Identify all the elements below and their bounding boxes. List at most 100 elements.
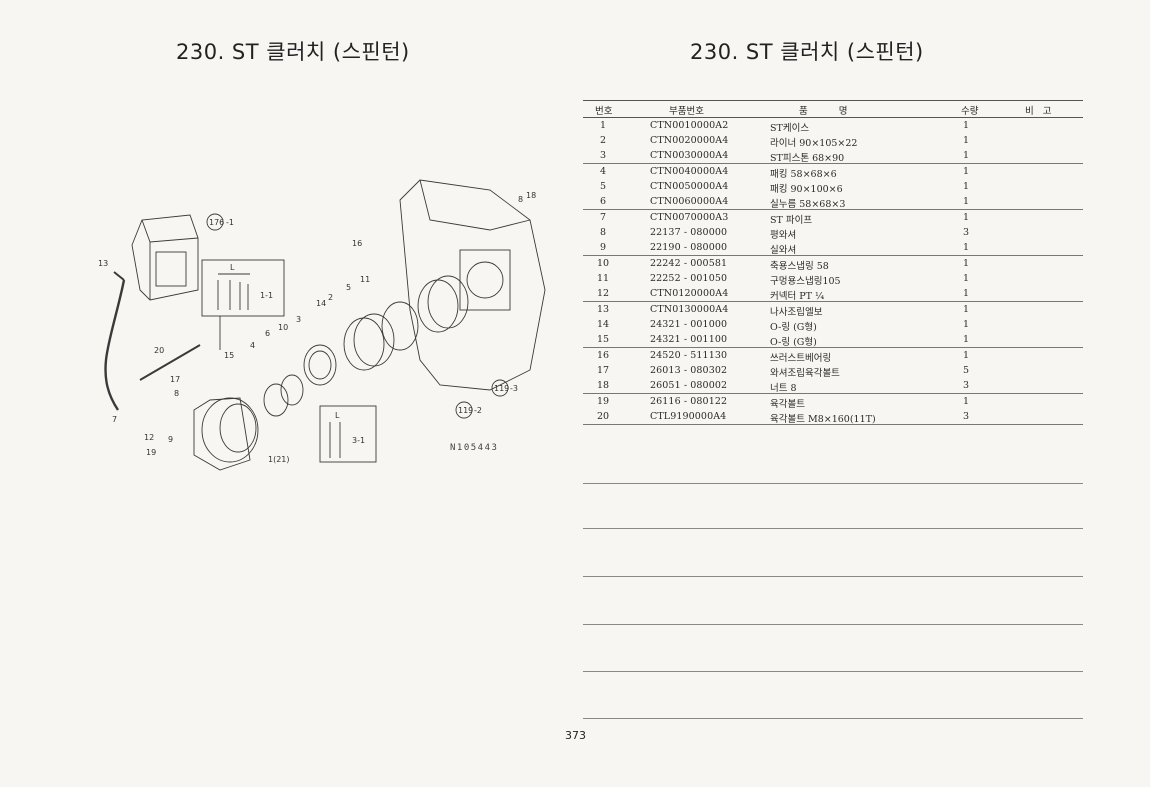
cell-quantity: 1 (963, 150, 970, 161)
transmission-housing-drawing (399, 179, 546, 391)
cell-quantity: 1 (963, 258, 970, 269)
cell-part-number: 24321 - 001100 (650, 334, 728, 345)
callout-17: 17 (170, 375, 180, 384)
callout-10: 10 (278, 323, 288, 332)
callout-6: 6 (265, 329, 270, 338)
callout-7: 7 (112, 415, 117, 424)
divider-line (583, 718, 1083, 719)
cell-part-number: 24520 - 511130 (650, 350, 728, 361)
cell-part-number: 22137 - 080000 (650, 227, 728, 238)
table-row: 10 22242 - 000581 축용스냅링 58 1 (583, 256, 1083, 272)
cell-part-name: 구멍용스냅링105 (770, 276, 841, 287)
callout-119-3-suffix: -3 (510, 384, 518, 393)
cell-no: 13 (596, 304, 610, 315)
cell-part-name: 축용스냅링 58 (770, 261, 829, 272)
cell-part-number: CTN0010000A2 (650, 120, 729, 131)
cell-part-name: 육각볼트 (770, 399, 805, 410)
table-header: 번호 부품번호 품 명 수량 비 고 (583, 100, 1083, 118)
cell-part-name: ST피스톤 68×90 (770, 153, 845, 164)
ring-6 (280, 374, 304, 406)
cell-quantity: 3 (963, 380, 970, 391)
cell-part-number: 22252 - 001050 (650, 273, 728, 284)
ring-3 (303, 344, 337, 386)
cell-no: 11 (596, 273, 610, 284)
cell-quantity: 1 (963, 135, 970, 146)
callout-15: 15 (224, 351, 234, 360)
cell-no: 8 (599, 227, 607, 238)
callout-119-3-circle (491, 379, 509, 397)
cell-quantity: 1 (963, 166, 970, 177)
cell-part-name: 실와셔 (770, 245, 797, 256)
cell-part-number: 22242 - 000581 (650, 258, 728, 269)
callout-16: 16 (352, 239, 362, 248)
header-part-name: 품 명 (799, 106, 848, 117)
callout-19: 19 (146, 448, 156, 457)
cell-quantity: 1 (963, 212, 970, 223)
cell-quantity: 1 (963, 396, 970, 407)
cell-quantity: 1 (963, 334, 970, 345)
detail-L1: L (230, 263, 235, 272)
divider-line (583, 671, 1083, 672)
cell-part-name: 패킹 58×68×6 (770, 169, 837, 180)
cell-part-name: 너트 8 (770, 383, 797, 394)
cell-part-number: CTN0030000A4 (650, 150, 729, 161)
header-notes: 비 고 (1025, 106, 1052, 117)
callout-3-1: 3-1 (352, 436, 365, 445)
detail-box-3-1 (319, 405, 377, 463)
detail-L2: L (335, 411, 340, 420)
cell-part-number: 26116 - 080122 (650, 396, 728, 407)
cell-no: 14 (596, 319, 610, 330)
cell-part-name: ST케이스 (770, 123, 810, 134)
cell-part-number: CTN0130000A4 (650, 304, 729, 315)
cell-part-number: CTN0060000A4 (650, 196, 729, 207)
cell-no: 16 (596, 350, 610, 361)
cell-part-number: 26051 - 080002 (650, 380, 728, 391)
callout-119-3: 119 (494, 384, 509, 393)
page-number: 373 (565, 729, 586, 742)
callout-176: 176 (209, 218, 224, 227)
cell-part-name: ST 파이프 (770, 215, 813, 226)
detail-box-1-1 (201, 259, 285, 317)
cell-quantity: 1 (963, 273, 970, 284)
callout-11: 11 (360, 275, 370, 284)
callout-176-circle (206, 213, 224, 231)
bleed-through-area (583, 440, 1083, 730)
divider-line (583, 624, 1083, 625)
callout-119-2: 119 (458, 406, 473, 415)
cell-part-number: CTN0120000A4 (650, 288, 729, 299)
callout-13: 13 (98, 259, 108, 268)
callout-5: 5 (346, 283, 351, 292)
table-row: 11 22252 - 001050 구멍용스냅링105 1 (583, 271, 1083, 287)
table-row: 8 22137 - 080000 평와셔 3 (583, 225, 1083, 241)
callout-20: 20 (154, 346, 164, 355)
cell-part-name: 나사조립엘보 (770, 307, 823, 318)
cell-part-number: CTN0050000A4 (650, 181, 729, 192)
cell-quantity: 1 (963, 304, 970, 315)
st-case-main (193, 397, 259, 471)
callout-8b: 8 (518, 195, 523, 204)
cell-part-name: 평와셔 (770, 230, 797, 241)
cell-no: 2 (599, 135, 607, 146)
cell-no: 10 (596, 258, 610, 269)
cell-no: 6 (599, 196, 607, 207)
liner-2 (343, 317, 385, 371)
cell-part-name: O-링 (G형) (770, 322, 817, 333)
cell-quantity: 3 (963, 227, 970, 238)
drawing-code: N105443 (450, 443, 499, 453)
divider-line (583, 576, 1083, 577)
cell-no: 15 (596, 334, 610, 345)
cell-part-number: CTN0020000A4 (650, 135, 729, 146)
